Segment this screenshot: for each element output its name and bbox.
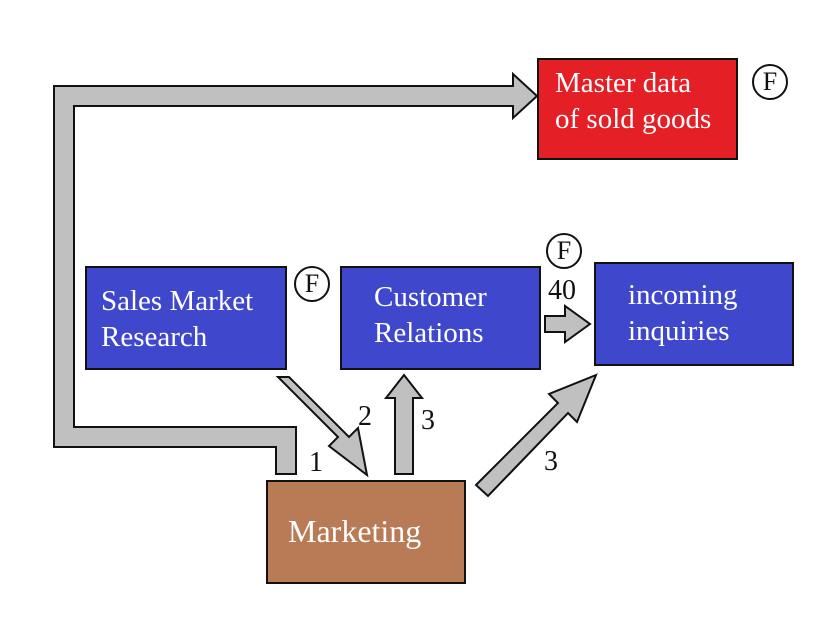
badge-sales-research: F [294,266,330,302]
node-customer-relations-line2: Relations [374,317,484,349]
arrow-research-to-marketing [275,376,369,478]
node-master-data-line1: Master data [555,67,692,99]
arrow-marketing-to-customer [383,373,425,475]
badge-customer-relations: F [546,233,582,269]
node-customer-relations: Customer Relations [340,266,541,370]
edge-label-research-to-marketing: 2 [358,401,372,432]
node-marketing-label: Marketing [288,513,422,549]
node-incoming-inquiries-line1: incoming [628,279,738,311]
node-sales-research-line1: Sales Market [101,285,254,317]
node-marketing: Marketing [266,480,466,584]
node-master-data: Master data of sold goods [537,58,738,160]
arrow-marketing-to-inquiries [474,373,598,498]
node-incoming-inquiries: incoming inquiries [594,262,794,366]
arrow-customer-to-inquiries [544,304,592,344]
edge-label-marketing-to-customer: 3 [421,405,435,436]
badge-master-data: F [752,64,788,100]
node-sales-research: Sales Market Research [85,266,287,370]
node-sales-research-line2: Research [101,321,208,353]
node-incoming-inquiries-line2: inquiries [628,315,730,347]
edge-label-customer-to-inquiries: 40 [548,275,576,306]
node-customer-relations-line1: Customer [374,281,487,313]
edge-label-marketing-to-master: 1 [309,447,323,478]
node-master-data-line2: of sold goods [555,103,712,135]
arrow-marketing-to-master [53,71,539,475]
edge-label-marketing-to-inquiries: 3 [544,446,558,477]
